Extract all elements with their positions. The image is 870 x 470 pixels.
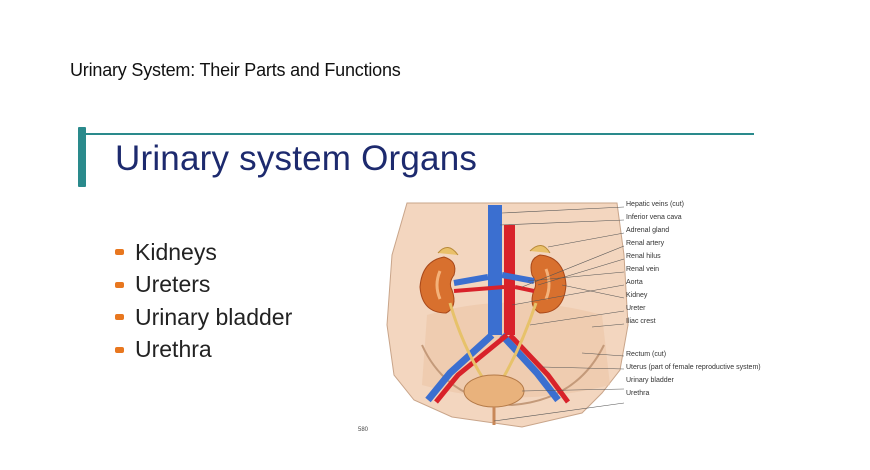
figure-label: Inferior vena cava <box>626 214 682 221</box>
figure-label: Uterus (part of female reproductive syst… <box>626 364 761 371</box>
figure-label: Renal vein <box>626 266 660 273</box>
figure-label: Iliac crest <box>626 318 656 325</box>
bullet-icon <box>115 346 124 353</box>
bullet-text: Ureters <box>135 271 211 298</box>
bullet-item: Urethra <box>115 334 292 367</box>
title-rule <box>86 133 754 135</box>
figure-label: Adrenal gland <box>626 227 670 234</box>
figure-labels: Hepatic veins (cut) Inferior vena cava A… <box>626 201 761 403</box>
bullet-text: Urinary bladder <box>135 303 293 330</box>
title-accent-bar <box>78 127 86 187</box>
figure-label: Aorta <box>626 279 643 286</box>
figure-label: Rectum (cut) <box>626 351 667 358</box>
slide-title: Urinary system Organs <box>115 139 478 178</box>
figure-label: Urethra <box>626 390 650 397</box>
figure-label: Renal artery <box>626 240 665 247</box>
bullet-text: Kidneys <box>135 238 217 265</box>
bullet-text: Urethra <box>135 336 212 363</box>
figure-label: Urinary bladder <box>626 377 674 384</box>
figure-page-number: 580 <box>358 427 369 433</box>
figure-label: Ureter <box>626 305 646 312</box>
figure-label: Hepatic veins (cut) <box>626 201 684 208</box>
figure-label: Renal hilus <box>626 253 661 260</box>
page-heading: Urinary System: Their Parts and Function… <box>70 60 401 80</box>
bullet-icon <box>115 281 124 288</box>
bullet-list: Kidneys Ureters Urinary bladder Urethra <box>115 236 292 366</box>
bullet-item: Ureters <box>115 269 292 302</box>
bullet-icon <box>115 249 124 256</box>
bullet-item: Kidneys <box>115 236 292 269</box>
bullet-item: Urinary bladder <box>115 301 292 334</box>
urinary-system-illustration <box>352 195 752 445</box>
bullet-icon <box>115 314 124 321</box>
figure-label: Kidney <box>626 292 648 299</box>
